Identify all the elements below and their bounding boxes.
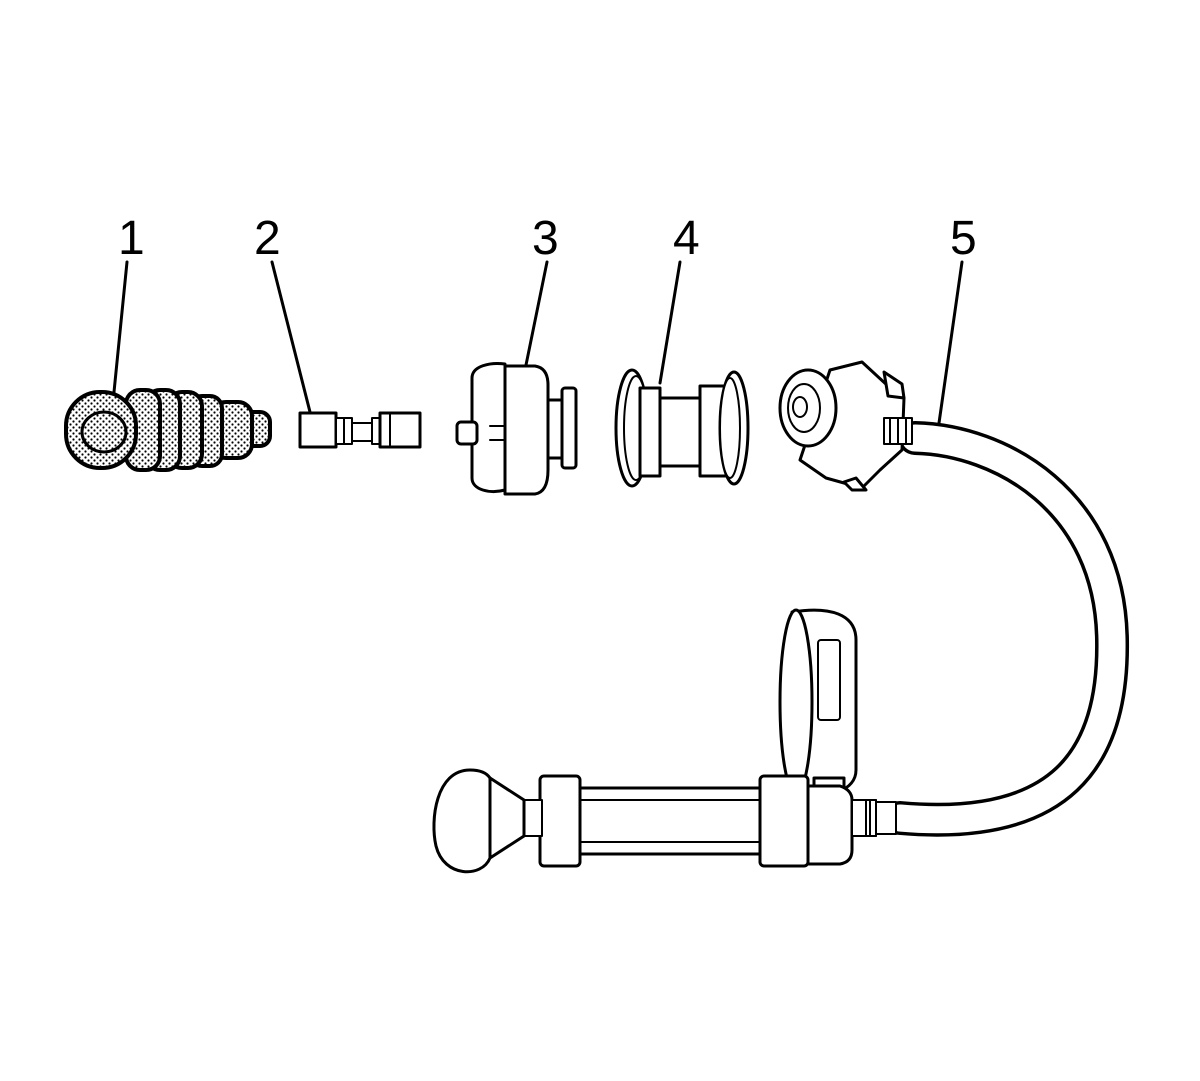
callout-label-1: 1 <box>118 212 145 265</box>
callout-label-3: 3 <box>532 212 559 265</box>
part-4-cylinder-adapter <box>614 368 750 488</box>
part-2-coupler <box>298 411 422 449</box>
callout-label-4: 4 <box>673 212 700 265</box>
leader-line-1 <box>112 260 129 394</box>
leader-line-5 <box>936 260 964 432</box>
part-3-cap-adapter <box>455 362 578 496</box>
part-1-threaded-adapter <box>64 388 272 472</box>
leader-line-4 <box>658 260 682 385</box>
callout-label-2: 2 <box>254 212 281 265</box>
leader-line-3 <box>524 260 549 367</box>
callout-label-5: 5 <box>950 212 977 265</box>
leader-line-2 <box>270 260 312 414</box>
part-5-pressure-tester <box>432 360 1130 874</box>
